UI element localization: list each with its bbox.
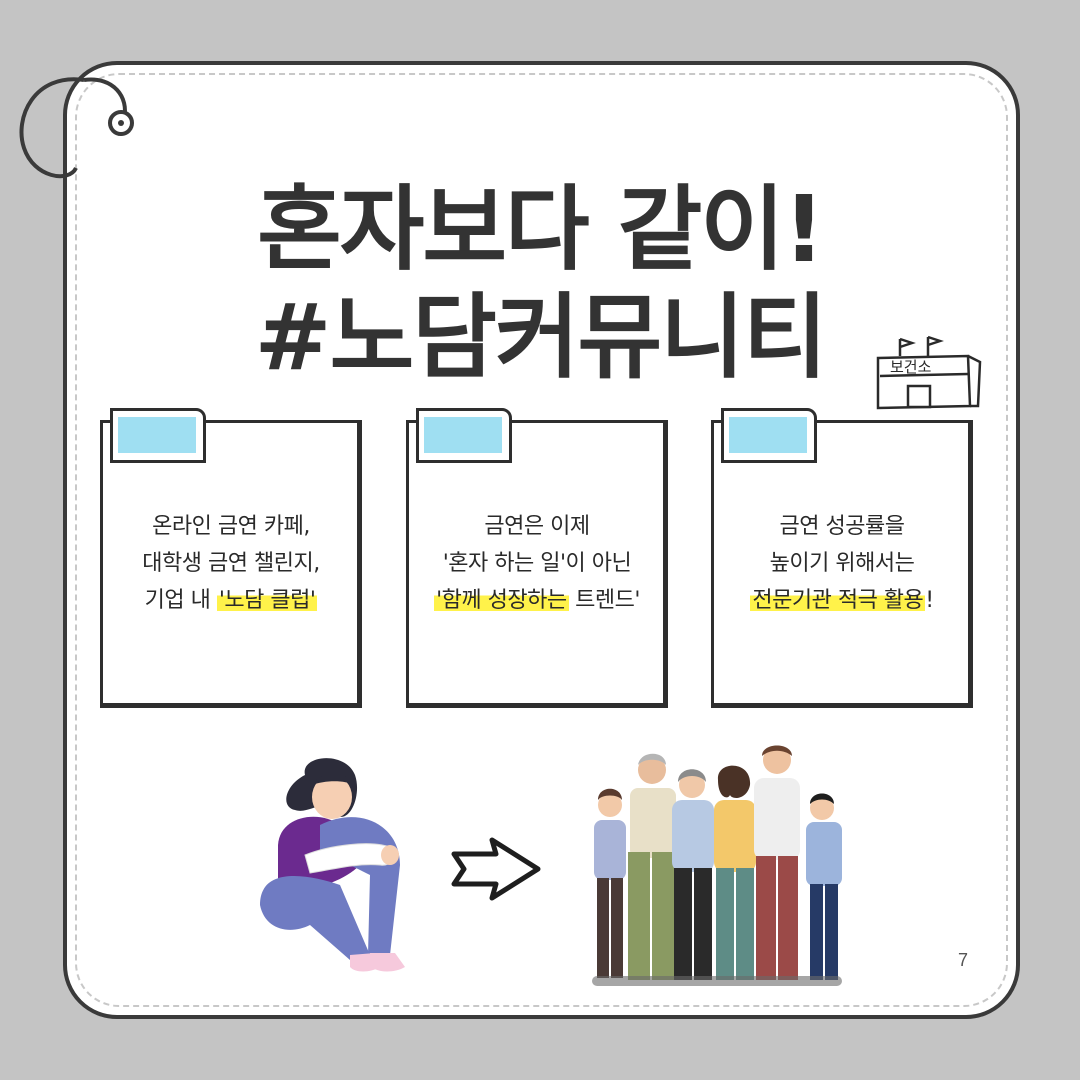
card-dashed-border xyxy=(75,73,1008,1007)
highlight-text: '노담 클럽' xyxy=(216,588,318,613)
info-note-1: 온라인 금연 카페, 대학생 금연 챌린지, 기업 내 '노담 클럽' xyxy=(100,408,370,708)
note-line: 금연 성공률을 xyxy=(779,514,905,539)
info-note-2: 금연은 이제 '혼자 하는 일'이 아닌 '함께 성장하는 트렌드' xyxy=(406,408,676,708)
note-paper xyxy=(406,420,668,708)
page-title-line-2: #노담커뮤니티 xyxy=(254,284,828,391)
highlight-text: 전문기관 적극 활용 xyxy=(750,588,926,613)
info-note-3: 금연 성공률을 높이기 위해서는 전문기관 적극 활용! xyxy=(711,408,981,708)
family-group-illustration xyxy=(592,745,842,986)
note-text: 금연 성공률을 높이기 위해서는 전문기관 적극 활용! xyxy=(711,508,973,619)
health-center-icon: 보건소 xyxy=(876,335,982,410)
highlight-text: '함께 성장하는 xyxy=(434,588,569,613)
note-text: 온라인 금연 카페, 대학생 금연 챌린지, 기업 내 '노담 클럽' xyxy=(100,508,362,619)
note-paper xyxy=(100,420,362,708)
health-center-label: 보건소 xyxy=(890,358,932,376)
note-line-3: 기업 내 '노담 클럽' xyxy=(144,588,318,613)
note-line: 온라인 금연 카페, xyxy=(152,514,310,539)
note-tab xyxy=(110,408,206,463)
note-line: 금연은 이제 xyxy=(484,514,590,539)
binder-ring-icon xyxy=(19,77,134,179)
note-line: 대학생 금연 챌린지, xyxy=(142,551,320,576)
note-line-3: '함께 성장하는 트렌드' xyxy=(434,588,640,613)
note-paper xyxy=(711,420,973,708)
note-text: 금연은 이제 '혼자 하는 일'이 아닌 '함께 성장하는 트렌드' xyxy=(406,508,668,619)
note-line: 높이기 위해서는 xyxy=(769,551,915,576)
page-number: 7 xyxy=(958,950,969,970)
note-line: '혼자 하는 일'이 아닌 xyxy=(442,551,632,576)
note-tab xyxy=(721,408,817,463)
note-line-3: 전문기관 적극 활용! xyxy=(750,588,934,613)
right-arrow-icon xyxy=(451,837,541,901)
sad-person-illustration xyxy=(260,758,405,972)
note-tab xyxy=(416,408,512,463)
page-title-line-1: 혼자보다 같이! xyxy=(257,176,825,283)
